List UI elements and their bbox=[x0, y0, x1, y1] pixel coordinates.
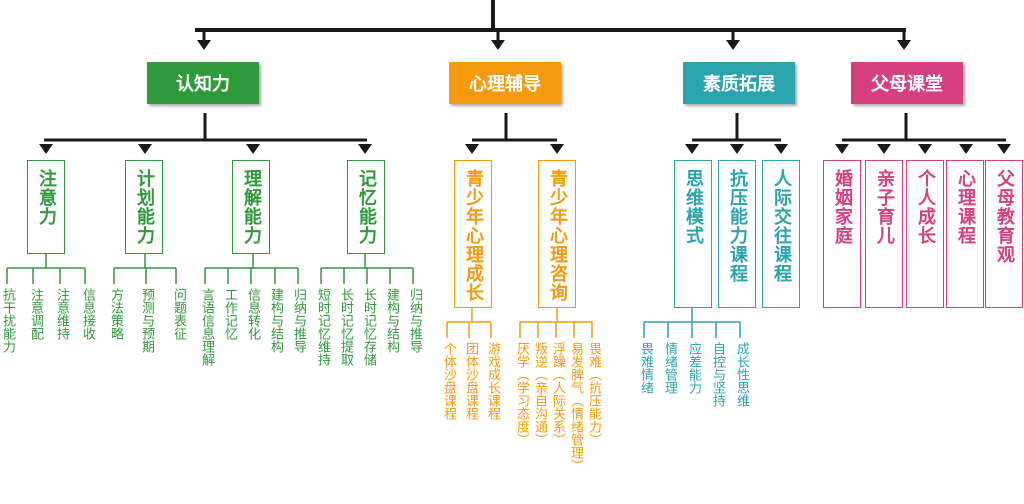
leaf-item: 建构与结构 bbox=[384, 288, 399, 353]
arrow-down-icon bbox=[685, 144, 699, 154]
leaf-item: 归纳与推导 bbox=[407, 288, 422, 353]
leaf-item: 情绪管理 bbox=[662, 342, 677, 394]
leaf-item: 方法策略 bbox=[108, 288, 123, 340]
leaf-item: 建构与结构 bbox=[268, 288, 283, 353]
leaf-item: 注意调配 bbox=[28, 288, 43, 340]
sub-label: 人际交往课程 bbox=[771, 169, 792, 283]
sub-psych-course: 心理课程 bbox=[946, 160, 984, 308]
leaf-item: 信息接收 bbox=[80, 288, 95, 340]
arrow-down-icon bbox=[774, 144, 788, 154]
leaf-item: 畏难情绪 bbox=[638, 342, 653, 394]
sub-stress-course: 抗压能力课程 bbox=[718, 160, 756, 308]
leaf-item: 畏难（抗压能力） bbox=[586, 342, 601, 446]
category-label: 素质拓展 bbox=[703, 74, 775, 95]
arrow-down-icon bbox=[897, 40, 911, 50]
sub-social-course: 人际交往课程 bbox=[762, 160, 800, 308]
arrow-down-icon bbox=[959, 144, 973, 154]
leaf-item: 工作记忆 bbox=[222, 288, 237, 340]
arrow-down-icon bbox=[997, 144, 1011, 154]
sub-label: 注意力 bbox=[36, 169, 57, 226]
sub-memory: 记忆能力 bbox=[347, 160, 385, 254]
sub-understanding: 理解能力 bbox=[232, 160, 270, 254]
arrow-down-icon bbox=[465, 144, 479, 154]
sub-label: 记忆能力 bbox=[356, 169, 377, 245]
sub-label: 个人成长 bbox=[915, 169, 936, 245]
sub-thinking: 思维模式 bbox=[674, 160, 712, 308]
sub-planning: 计划能力 bbox=[125, 160, 163, 254]
sub-personal-growth: 个人成长 bbox=[906, 160, 944, 308]
leaf-item: 问题表征 bbox=[171, 288, 186, 340]
leaf-item: 长时记忆存储 bbox=[361, 288, 376, 366]
arrow-down-icon bbox=[138, 144, 152, 154]
arrow-down-icon bbox=[550, 144, 564, 154]
sub-attention: 注意力 bbox=[27, 160, 65, 254]
leaf-item: 浮躁（人际关系） bbox=[550, 342, 565, 446]
sub-parenting: 亲子育儿 bbox=[865, 160, 903, 308]
sub-label: 心理课程 bbox=[955, 169, 976, 245]
sub-label: 婚姻家庭 bbox=[832, 169, 853, 245]
arrow-down-icon bbox=[835, 144, 849, 154]
sub-label: 亲子育儿 bbox=[874, 169, 895, 245]
arrow-down-icon bbox=[730, 144, 744, 154]
category-counseling: 心理辅导 bbox=[449, 62, 561, 104]
category-quality: 素质拓展 bbox=[683, 62, 795, 104]
leaf-item: 应差能力 bbox=[686, 342, 701, 394]
sub-label: 抗压能力课程 bbox=[727, 169, 748, 283]
sub-youth-consult: 青少年心理咨询 bbox=[538, 160, 576, 308]
leaf-item: 归纳与推导 bbox=[291, 288, 306, 353]
leaf-item: 个体沙盘课程 bbox=[441, 342, 456, 420]
leaf-item: 短时记忆维持 bbox=[315, 288, 330, 366]
leaf-item: 注意维持 bbox=[54, 288, 69, 340]
sub-label: 青少年心理咨询 bbox=[547, 169, 568, 302]
sub-label: 理解能力 bbox=[241, 169, 262, 245]
arrow-down-icon bbox=[726, 40, 740, 50]
leaf-item: 言语信息理解 bbox=[199, 288, 214, 366]
sub-parent-views: 父母教育观 bbox=[985, 160, 1023, 308]
sub-label: 计划能力 bbox=[134, 169, 155, 245]
sub-label: 父母教育观 bbox=[994, 169, 1015, 264]
category-cognition: 认知力 bbox=[147, 62, 259, 104]
arrow-down-icon bbox=[197, 40, 211, 50]
arrow-down-icon bbox=[358, 144, 372, 154]
category-label: 父母课堂 bbox=[871, 74, 943, 95]
leaf-item: 抗干扰能力 bbox=[0, 288, 15, 353]
leaf-item: 团体沙盘课程 bbox=[463, 342, 478, 420]
sub-marriage: 婚姻家庭 bbox=[823, 160, 861, 308]
leaf-item: 长时记忆提取 bbox=[338, 288, 353, 366]
category-label: 心理辅导 bbox=[469, 74, 541, 95]
sub-label: 青少年心理成长 bbox=[463, 169, 484, 302]
leaf-item: 预测与预期 bbox=[139, 288, 154, 353]
arrow-down-icon bbox=[246, 144, 260, 154]
leaf-item: 易发脾气（情绪管理） bbox=[568, 342, 583, 472]
leaf-item: 叛逆（亲自沟通） bbox=[532, 342, 547, 446]
leaf-item: 成长性思维 bbox=[734, 342, 749, 407]
leaf-item: 自控与坚持 bbox=[710, 342, 725, 407]
sub-youth-growth: 青少年心理成长 bbox=[454, 160, 492, 308]
arrow-down-icon bbox=[918, 144, 932, 154]
sub-label: 思维模式 bbox=[683, 169, 704, 245]
arrow-down-icon bbox=[877, 144, 891, 154]
arrow-down-icon bbox=[491, 40, 505, 50]
leaf-item: 厌学（学习态度） bbox=[514, 342, 529, 446]
leaf-item: 信息转化 bbox=[245, 288, 260, 340]
category-parents: 父母课堂 bbox=[851, 62, 963, 104]
category-label: 认知力 bbox=[176, 74, 230, 95]
arrow-down-icon bbox=[39, 144, 53, 154]
leaf-item: 游戏成长课程 bbox=[485, 342, 500, 420]
